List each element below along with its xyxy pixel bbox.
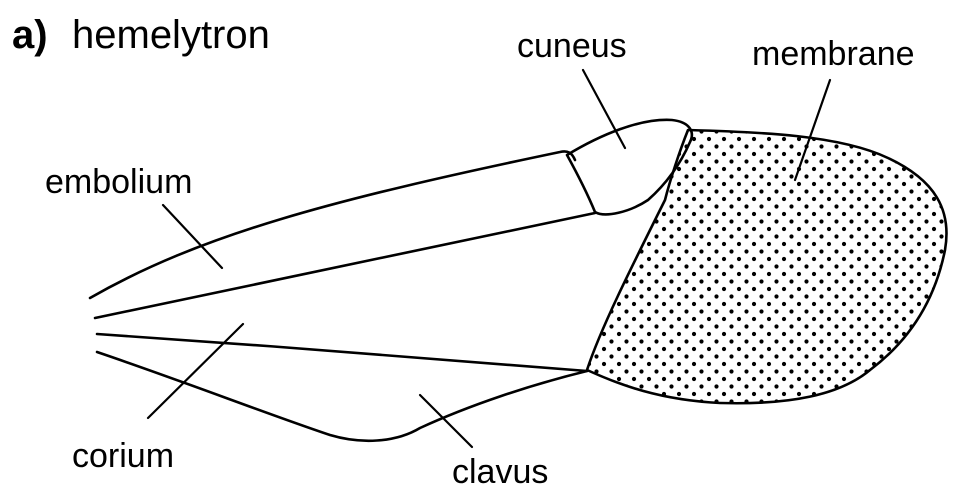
embolium-label: embolium <box>45 163 192 201</box>
embolium-lower-edge <box>95 213 595 318</box>
clavus-label: clavus <box>452 453 548 491</box>
title-letter: a) <box>12 13 48 57</box>
clavus-leader-line <box>420 395 472 447</box>
corium-label: corium <box>72 437 174 475</box>
membrane-region <box>587 130 947 403</box>
corium-clavus-suture <box>97 334 587 371</box>
title-word: hemelytron <box>72 13 270 57</box>
membrane-label: membrane <box>752 35 915 73</box>
cuneus-label: cuneus <box>517 27 627 65</box>
